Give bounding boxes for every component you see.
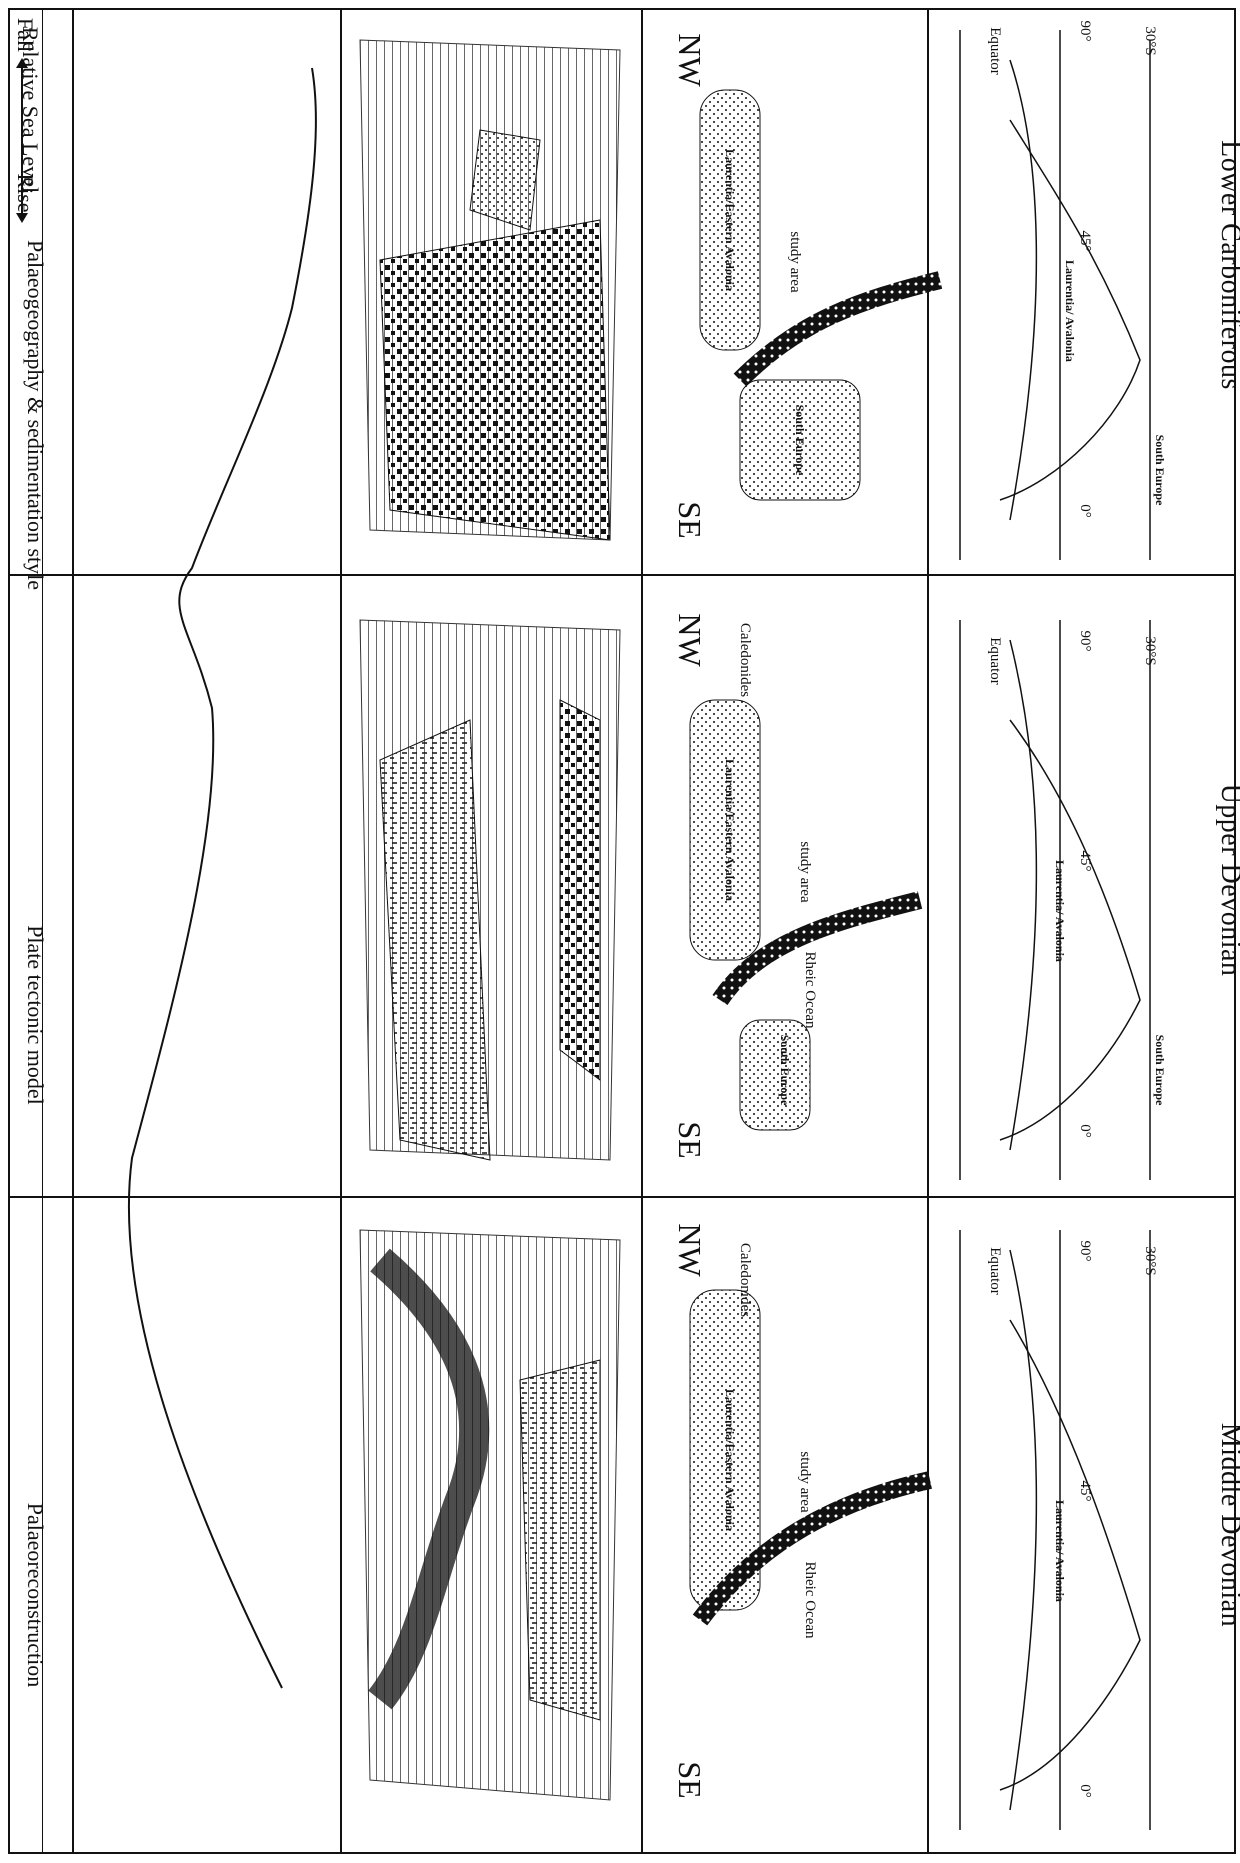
- tectonic-ocean-r2: Rheic Ocean: [800, 940, 820, 1040]
- palaeogeo-map-upper-devonian: [360, 620, 620, 1160]
- tectonic-ocean-r3: Rheic Ocean: [800, 1550, 820, 1650]
- recon-south-europe-r1: South Europe: [1150, 430, 1170, 510]
- tectonic-nw-r3: NW: [670, 1220, 710, 1280]
- recon-lon0-r2: 0°: [1074, 1106, 1096, 1156]
- recon-lon0-r3: 0°: [1074, 1766, 1096, 1816]
- tectonic-plate-a-r2: Laurentia/Eastern Avalonia: [720, 735, 740, 925]
- recon-lat30-r2: 30°S: [1139, 621, 1161, 681]
- recon-lon90-r1: 90°: [1074, 6, 1096, 56]
- recon-equator-r1: Equator: [984, 6, 1006, 96]
- recon-lon90-r2: 90°: [1074, 616, 1096, 666]
- recon-lon45-r1: 45°: [1074, 216, 1096, 266]
- tectonic-plate-a-r1: Laurentia/Eastern Avalonia: [720, 130, 740, 310]
- tectonic-mountains-r2: Caledonides: [735, 605, 755, 715]
- tectonic-study-area-r3: study area: [793, 1427, 817, 1537]
- recon-lat30-r1: 30°S: [1139, 11, 1161, 71]
- tectonic-plate-a-r3: Laurentia/Eastern Avalonia: [720, 1365, 740, 1555]
- palaeogeo-map-middle-devonian: [360, 1230, 620, 1800]
- recon-lon0-r1: 0°: [1074, 486, 1096, 536]
- tectonic-nw-r1: NW: [670, 30, 710, 90]
- recon-equator-r2: Equator: [984, 616, 1006, 706]
- recon-laurentia-r1: Laurentia/ Avalonia: [1060, 260, 1080, 360]
- recon-south-europe-r2: South Europe: [1150, 1030, 1170, 1110]
- tectonic-plate-b-r1: South Europe: [790, 390, 810, 490]
- tectonic-se-r1: SE: [670, 490, 710, 550]
- tectonic-study-area-r2: study area: [793, 817, 817, 927]
- palaeogeo-map-lower-carboniferous: [360, 40, 620, 540]
- recon-lon45-r2: 45°: [1074, 836, 1096, 886]
- tectonic-se-r2: SE: [670, 1110, 710, 1170]
- recon-lat30-r3: 30°S: [1139, 1231, 1161, 1291]
- recon-lon90-r3: 90°: [1074, 1226, 1096, 1276]
- recon-lon45-r3: 45°: [1074, 1466, 1096, 1516]
- recon-laurentia-r3: Laurentia/ Avalonia: [1050, 1500, 1070, 1600]
- tectonic-se-r3: SE: [670, 1750, 710, 1810]
- tectonic-study-area-r1: study area: [783, 207, 807, 317]
- tectonic-mountains-r3: Caledonides: [735, 1225, 755, 1335]
- recon-equator-r3: Equator: [984, 1226, 1006, 1316]
- recon-map-lower-carboniferous: [960, 30, 1150, 560]
- tectonic-plate-b-r2: South Europe: [775, 1020, 795, 1120]
- recon-laurentia-r2: Laurentia/ Avalonia: [1050, 860, 1070, 960]
- tectonic-nw-r2: NW: [670, 610, 710, 670]
